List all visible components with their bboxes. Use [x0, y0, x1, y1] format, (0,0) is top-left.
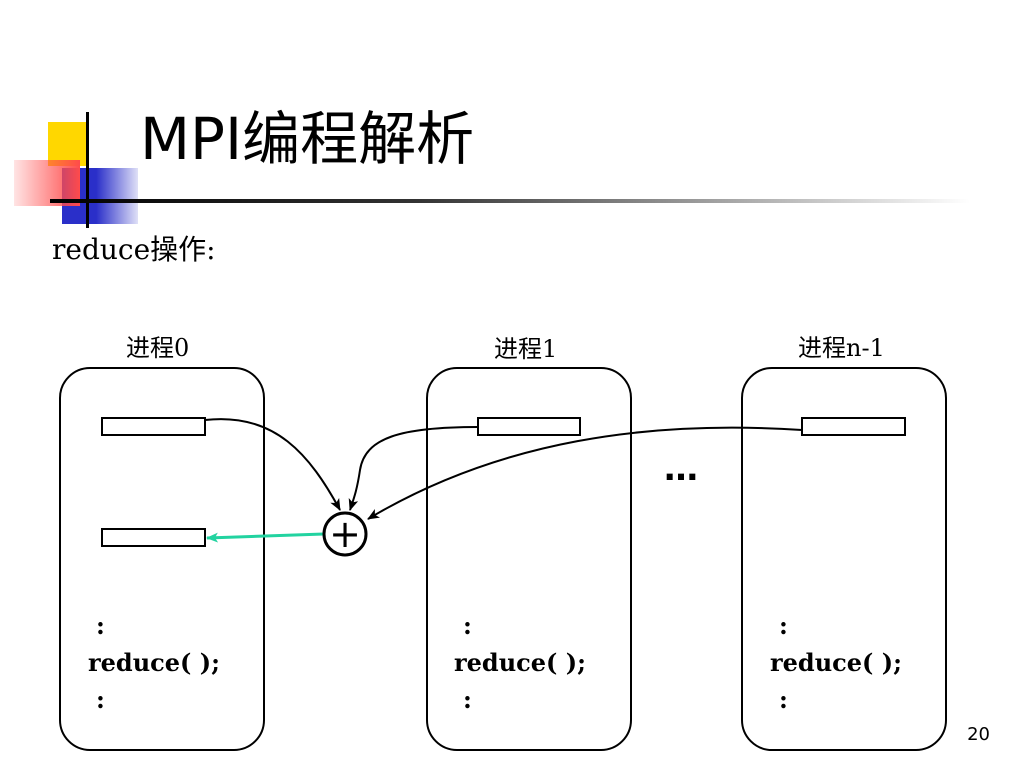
send-buffer [801, 417, 906, 436]
process-label: 进程1 [494, 335, 557, 363]
code-dots-bottom: : [96, 685, 105, 714]
process-1: 进程1 : reduce( ); : [426, 335, 632, 751]
arrow-from-process-0 [204, 418, 341, 511]
code-reduce-call: reduce( ); [454, 648, 586, 677]
process-label: 进程0 [126, 334, 189, 362]
operator-circle [322, 511, 368, 557]
process-box [741, 367, 947, 751]
send-buffer [101, 417, 206, 436]
result-arrow [206, 532, 325, 543]
code-dots-top: : [779, 611, 788, 640]
process-0: 进程0 : reduce( ); : [59, 334, 265, 751]
ellipsis-text: … [664, 449, 698, 489]
code-dots-bottom: : [779, 685, 788, 714]
code-reduce-call: reduce( ); [770, 648, 902, 677]
process-box [426, 367, 632, 751]
process-box [59, 367, 265, 751]
arrow-from-process-1 [348, 426, 479, 511]
deco-horizontal-rule [50, 199, 970, 203]
process-label: 进程n-1 [798, 334, 885, 362]
code-reduce-call: reduce( ); [88, 648, 220, 677]
recv-buffer [101, 528, 206, 547]
code-dots-top: : [96, 611, 105, 640]
arrow-from-process-n-1 [367, 426, 803, 520]
deco-vertical-line [86, 112, 89, 228]
code-dots-bottom: : [463, 685, 472, 714]
code-dots-top: : [463, 611, 472, 640]
slide-subtitle: reduce操作: [52, 233, 216, 266]
reduce-operator: + [322, 511, 368, 557]
deco-red-square [14, 160, 80, 206]
send-buffer [477, 417, 581, 436]
page-number: 20 [967, 724, 990, 745]
deco-yellow-square [48, 122, 88, 166]
process-n-1: 进程n-1 : reduce( ); : [741, 334, 947, 751]
plus-icon: + [329, 512, 361, 556]
page-title: MPI编程解析 [140, 105, 475, 173]
